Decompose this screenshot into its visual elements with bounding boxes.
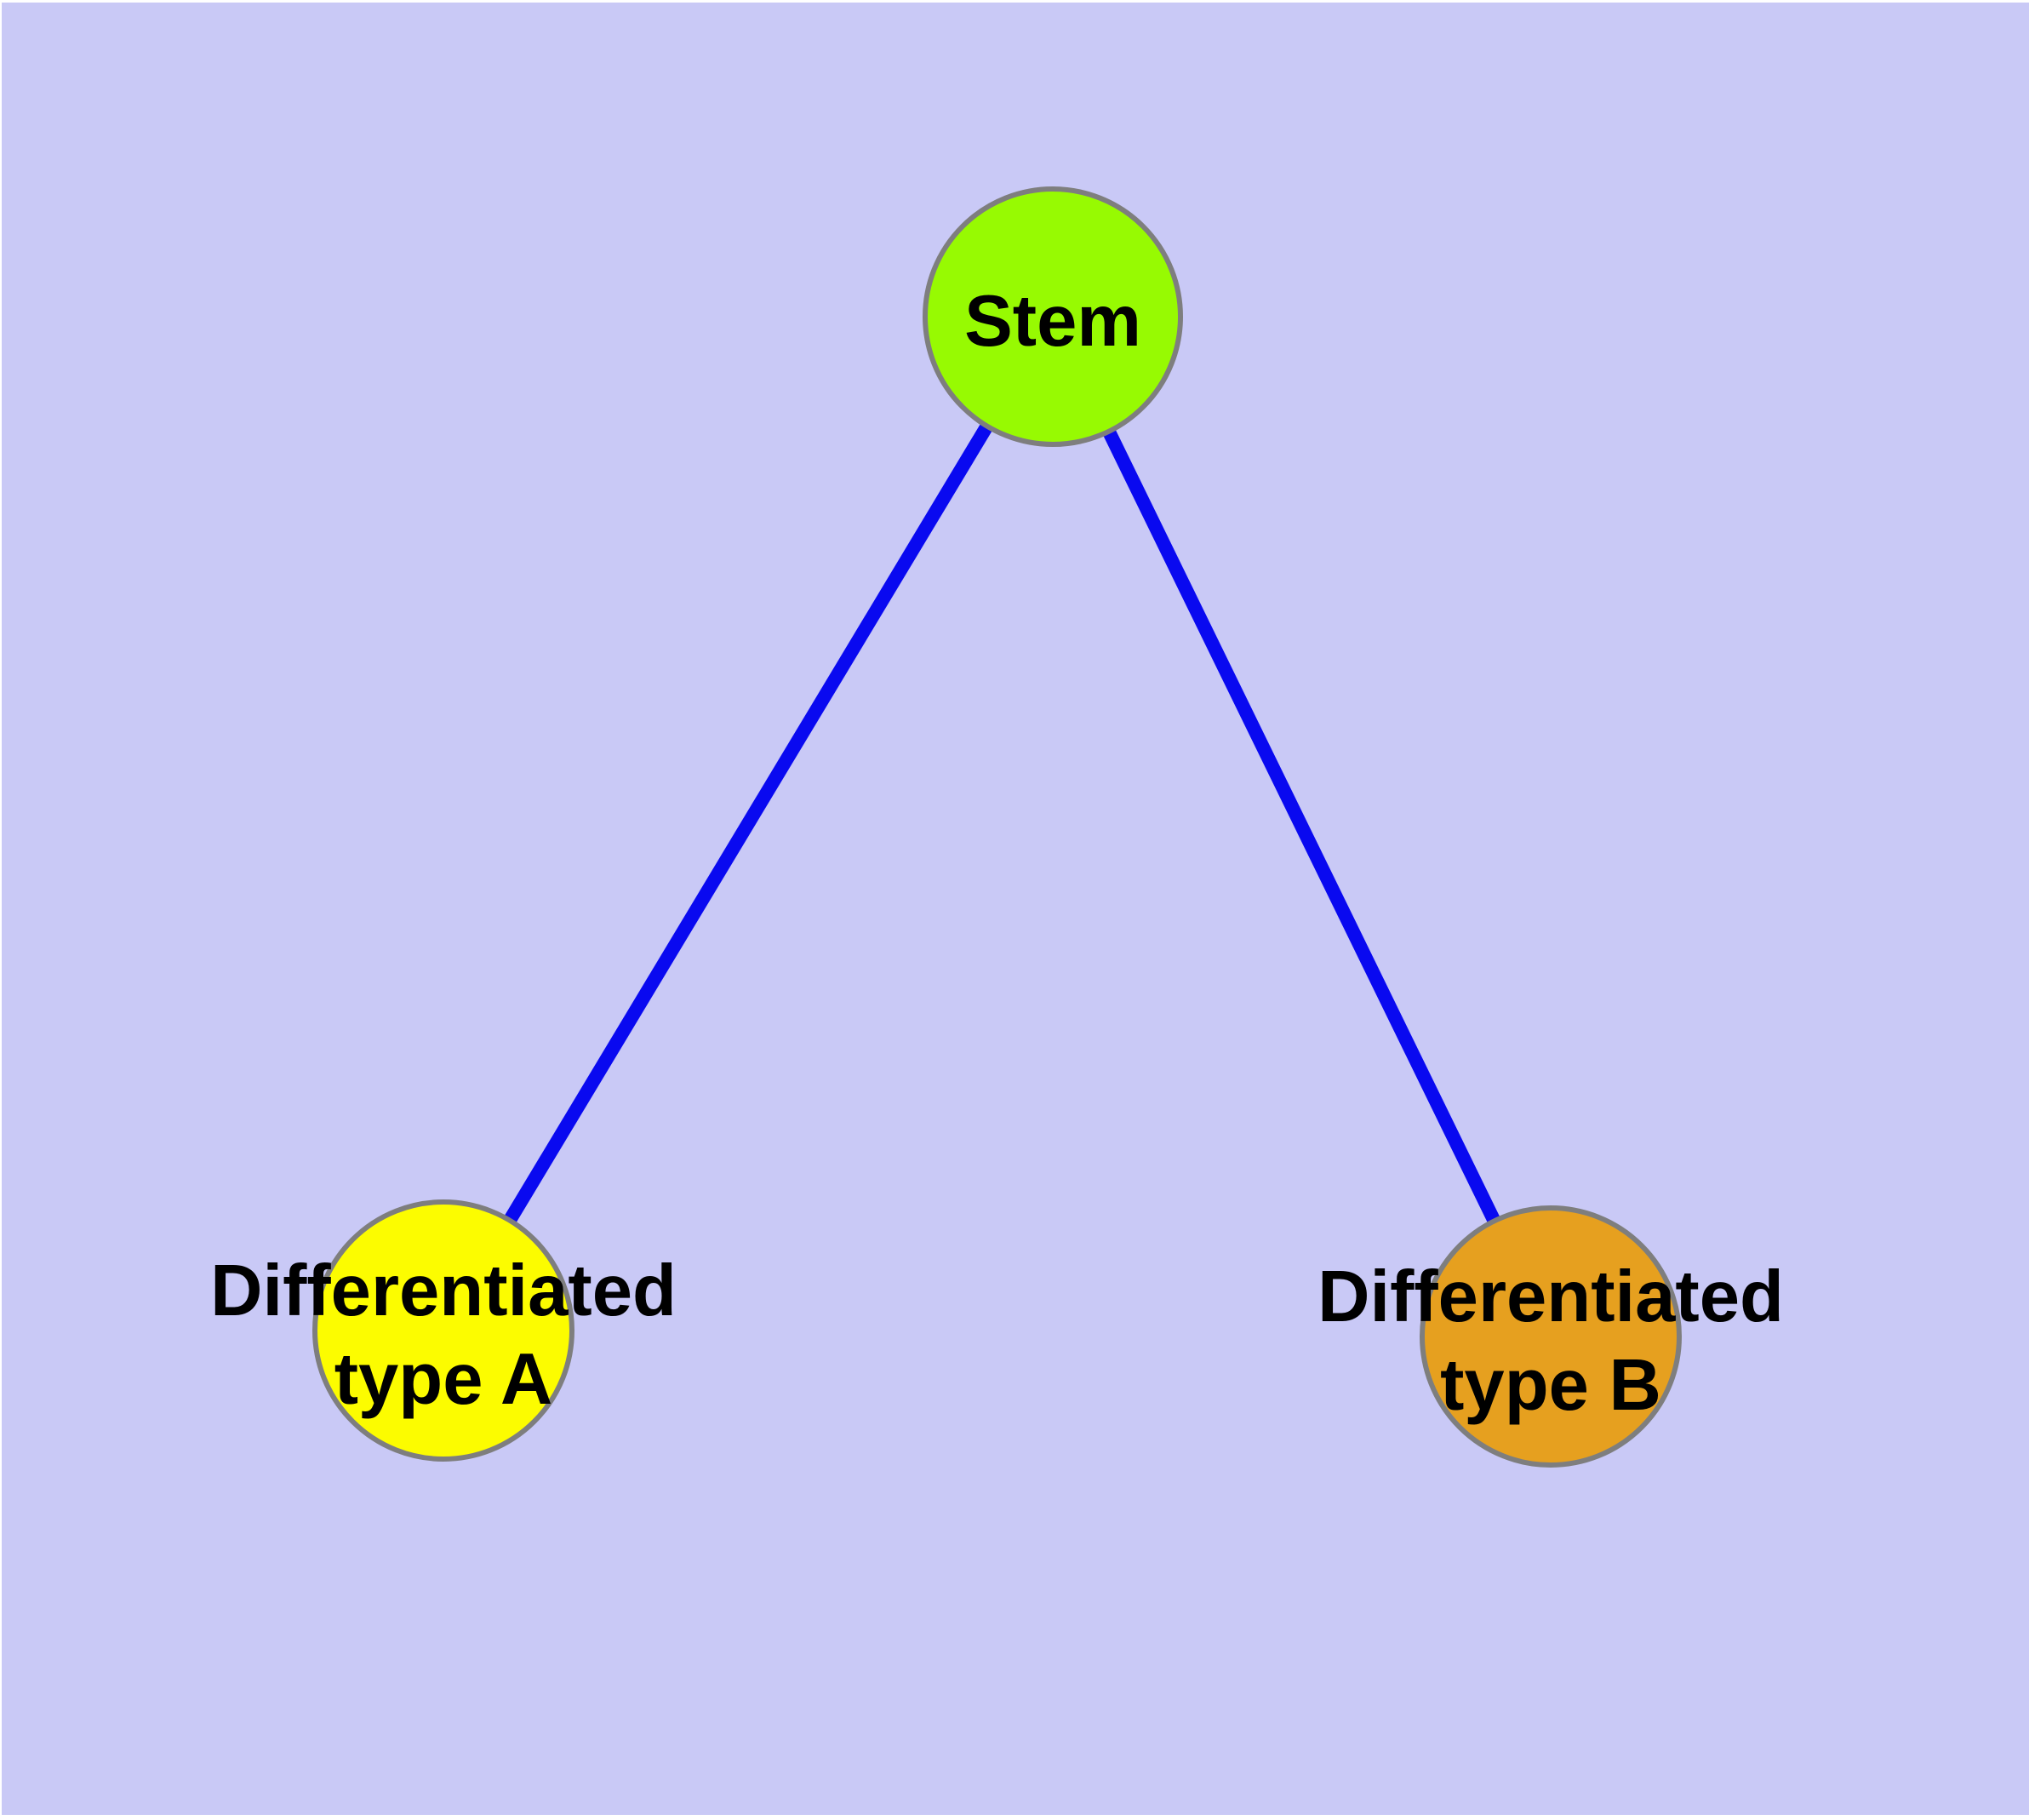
node-diff-b[interactable] [1420,1205,1682,1468]
node-label-line: Differentiated [210,1251,677,1331]
edge-stem-diff-b [1046,313,1557,1340]
node-label-line: type B [1440,1345,1661,1426]
node-label-line: type A [334,1339,553,1420]
node-label-line: Stem [964,281,1141,362]
node-label-line: Differentiated [1317,1256,1784,1337]
node-label-stem: Stem [964,281,1141,362]
node-diff-a[interactable] [312,1199,574,1462]
node-stem[interactable] [923,186,1183,447]
edge-stem-diff-a [437,312,1059,1335]
